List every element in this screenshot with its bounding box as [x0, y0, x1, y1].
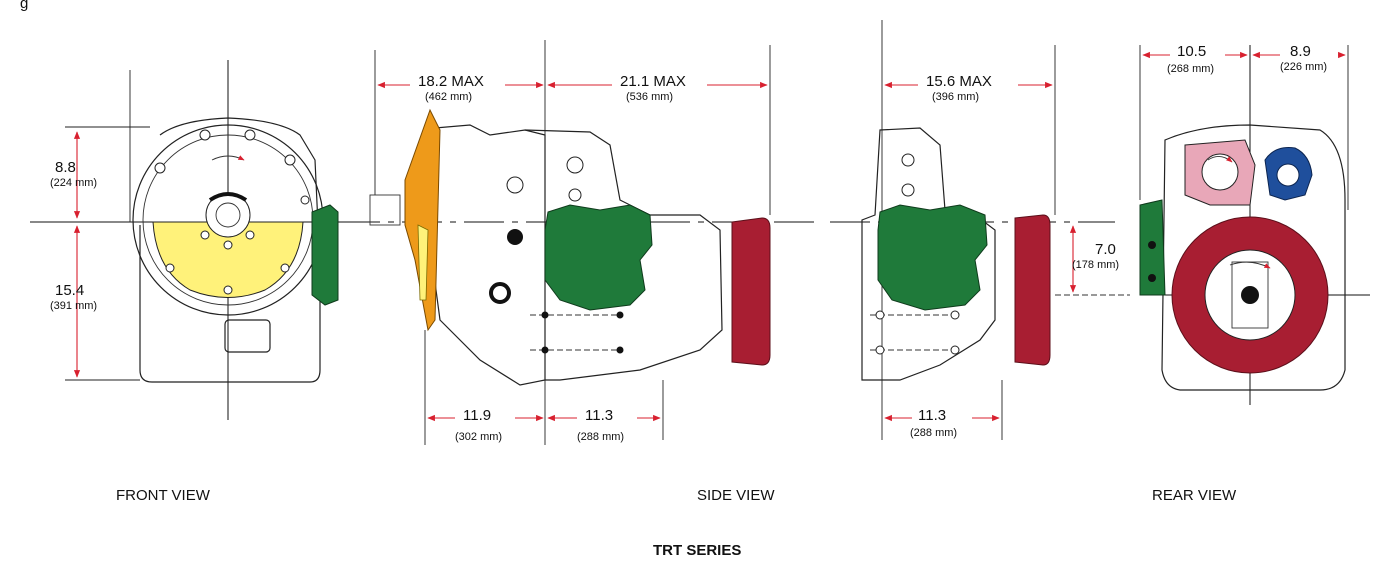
- rear-side-crimson-pto: [1014, 214, 1051, 366]
- side-pin-1: [541, 311, 549, 319]
- side-dim-bottom-right-bg: [577, 406, 637, 440]
- front-inspection-window: [224, 319, 271, 353]
- side-dim-bottom-left-mm: (302 mm): [455, 431, 502, 443]
- rear-dim-top-left-mm: (268 mm): [1167, 63, 1214, 75]
- side-dim-top-left-value: 18.2 MAX: [418, 73, 484, 90]
- side-view-label: SIDE VIEW: [697, 487, 775, 504]
- front-hub-inner: [215, 202, 241, 228]
- rear-dim-top-right-value: 8.9: [1290, 43, 1311, 60]
- rear-side-port-2: [901, 183, 915, 197]
- side-crimson-pto: [731, 217, 771, 366]
- side-dim-top-right-bg: [612, 72, 707, 102]
- rear-pink-arrow: [1207, 156, 1233, 163]
- rear-dim-top-right-bg: [1280, 42, 1338, 74]
- side-port-2: [566, 156, 584, 174]
- side-orange-housing: [404, 108, 441, 332]
- rear-pink-bore: [1201, 153, 1239, 191]
- side-flange: [369, 194, 401, 226]
- rear-dim-top-right-mm: (226 mm): [1280, 61, 1327, 73]
- rear-dim-top-left-bg: [1170, 42, 1225, 74]
- rear-side-dim-top-bg: [918, 72, 1018, 102]
- front-hub-band: [208, 192, 248, 202]
- side-port-3: [568, 188, 582, 202]
- side-dim-bottom-right-value: 11.3: [585, 407, 613, 424]
- rear-green-dot-1: [1148, 241, 1156, 249]
- side-housing-rear: [524, 129, 723, 381]
- rear-disc-arrow: [1229, 261, 1271, 269]
- rear-green-dot-2: [1148, 274, 1156, 282]
- front-bolt-holes: [154, 129, 310, 295]
- side-yellow-plate: [417, 224, 429, 301]
- side-view: 18.2 MAX (462 mm) 21.1 MAX (536 mm) 11.9…: [340, 40, 820, 445]
- rear-view: 10.5 (268 mm) 8.9 (226 mm): [1139, 42, 1370, 405]
- side-dim-top-right-value: 21.1 MAX: [620, 73, 686, 90]
- front-housing-lower: [139, 225, 321, 383]
- rear-side-housing: [861, 127, 996, 381]
- side-green-component: [544, 204, 653, 311]
- front-housing-upper: [159, 117, 319, 226]
- side-port-black-1: [507, 229, 523, 245]
- rear-side-port-1: [901, 153, 915, 167]
- rear-side-view: 15.6 MAX (396 mm) 11.3 (288 mm) 7.0 (178…: [830, 20, 1130, 440]
- front-green-component: [311, 204, 339, 306]
- front-view-label: FRONT VIEW: [116, 487, 211, 504]
- side-port-black-2: [489, 282, 511, 304]
- side-port-1: [506, 176, 524, 194]
- rear-side-dim-bottom-value: 11.3: [918, 407, 946, 424]
- side-dim-top-left-bg: [410, 72, 505, 102]
- rear-side-dim-top-value: 15.6 MAX: [926, 73, 992, 90]
- side-housing-front: [431, 124, 546, 386]
- rear-side-pin-1: [875, 310, 885, 320]
- front-dim-upper-mm: (224 mm): [50, 177, 97, 189]
- front-rotation-arrow: [211, 155, 245, 161]
- side-dim-bottom-left-bg: [455, 406, 515, 440]
- rear-side-dim-height-mm: (178 mm): [1072, 259, 1119, 271]
- side-pin-4: [616, 346, 624, 354]
- rear-side-pin-4: [950, 345, 960, 355]
- front-yellow-plate: [152, 221, 304, 298]
- side-dim-bottom-left-value: 11.9: [463, 407, 491, 424]
- side-dim-top-right-mm: (536 mm): [626, 91, 673, 103]
- rear-view-label: REAR VIEW: [1152, 487, 1237, 504]
- side-dim-bottom-right-mm: (288 mm): [577, 431, 624, 443]
- series-title: TRT SERIES: [653, 542, 741, 559]
- front-dim-lower-mm: (391 mm): [50, 300, 97, 312]
- side-dim-top-left-mm: (462 mm): [425, 91, 472, 103]
- rear-blue-bore: [1276, 163, 1300, 187]
- rear-side-dim-bottom-bg: [912, 406, 972, 440]
- rear-side-dim-bottom-mm: (288 mm): [910, 427, 957, 439]
- rear-side-dim-top-mm: (396 mm): [932, 91, 979, 103]
- rear-side-dim-height-value: 7.0: [1095, 241, 1116, 258]
- front-view: 8.8 (224 mm) 15.4 (391 mm): [30, 60, 340, 420]
- side-pin-3: [541, 346, 549, 354]
- rear-side-pin-2: [950, 310, 960, 320]
- rear-housing: [1161, 124, 1346, 391]
- rear-side-pin-3: [875, 345, 885, 355]
- front-dim-upper-value: 8.8: [55, 159, 76, 176]
- front-dim-lower-value: 15.4: [55, 282, 84, 299]
- side-pin-2: [616, 311, 624, 319]
- rear-side-green-component: [877, 204, 988, 311]
- rear-dim-top-left-value: 10.5: [1177, 43, 1206, 60]
- rear-disc-shaft: [1241, 286, 1259, 304]
- caption-top: g: [20, 0, 28, 12]
